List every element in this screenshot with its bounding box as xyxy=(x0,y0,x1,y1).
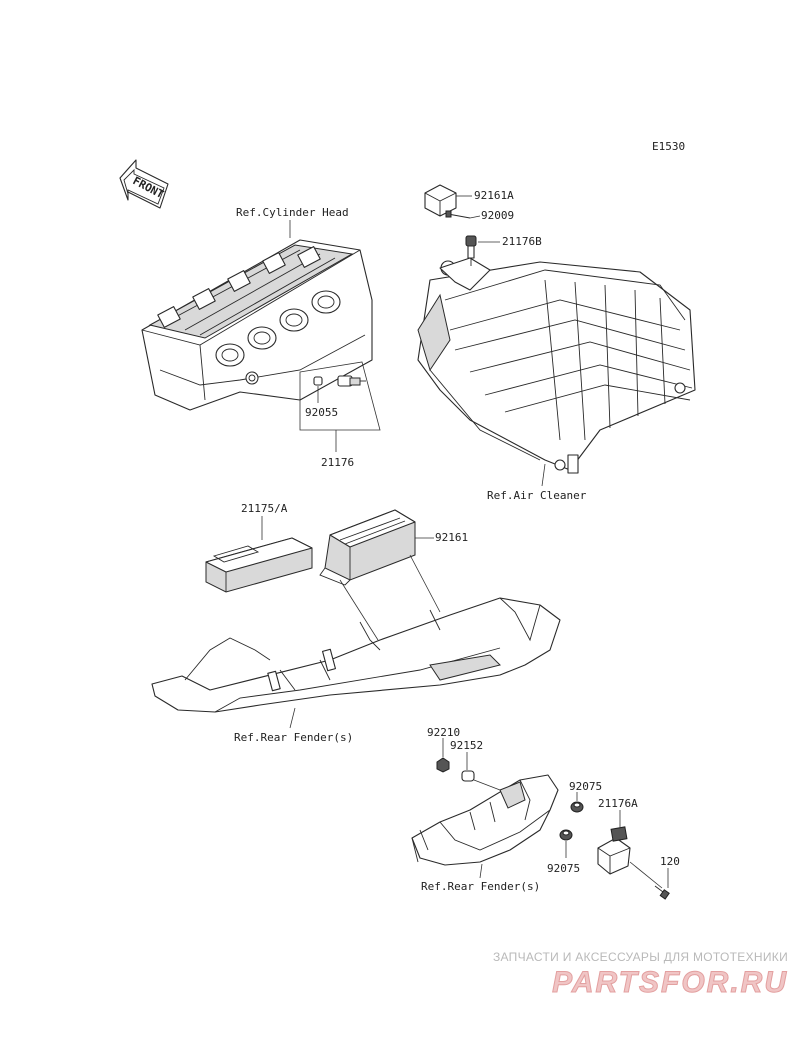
screw-92009 xyxy=(445,210,471,219)
label-92152: 92152 xyxy=(450,739,483,752)
bracket-21176 xyxy=(299,361,381,431)
air-cleaner-illustration xyxy=(417,257,696,474)
label-21176B: 21176B xyxy=(502,235,542,248)
ecu-21175A xyxy=(205,537,313,593)
label-21176A: 21176A xyxy=(598,797,638,810)
label-92210: 92210 xyxy=(427,726,460,739)
cylinder-head-illustration xyxy=(141,239,373,411)
label-92161: 92161 xyxy=(435,531,468,544)
ref-rear-fender-label-1: Ref.Rear Fender(s) xyxy=(234,731,353,744)
label-92161A: 92161A xyxy=(474,189,514,202)
front-arrow-icon: FRONT xyxy=(119,159,169,209)
sensor-21176A xyxy=(597,826,631,875)
label-21175A: 21175/A xyxy=(241,502,288,515)
watermark: ЗАПЧАСТИ И АКСЕССУАРЫ ДЛЯ МОТОТЕХНИКИ PA… xyxy=(488,950,788,1000)
grommet-92075-upper xyxy=(570,801,584,813)
collar-92152 xyxy=(461,770,475,782)
ref-cylinder-head-label: Ref.Cylinder Head xyxy=(236,206,349,219)
ref-rear-fender-label-2: Ref.Rear Fender(s) xyxy=(421,880,540,893)
rear-fender-upper-illustration xyxy=(151,597,561,713)
sensor-21176 xyxy=(337,375,366,387)
label-92075-lower: 92075 xyxy=(547,862,580,875)
block-92161A xyxy=(424,184,457,217)
sensor-21176B xyxy=(465,235,477,266)
watermark-brand: PARTSFOR.RU xyxy=(552,966,788,1000)
label-92055: 92055 xyxy=(305,406,338,419)
rear-fender-lower-illustration xyxy=(411,774,559,866)
watermark-tagline: ЗАПЧАСТИ И АКСЕССУАРЫ ДЛЯ МОТОТЕХНИКИ xyxy=(492,950,788,964)
label-21176: 21176 xyxy=(321,456,354,469)
nut-92210 xyxy=(436,757,450,773)
washer-92055 xyxy=(313,376,323,386)
diagram-code: E1530 xyxy=(652,140,685,153)
label-92009: 92009 xyxy=(481,209,514,222)
label-92075-upper: 92075 xyxy=(569,780,602,793)
bolt-120 xyxy=(654,885,670,900)
ref-air-cleaner-label: Ref.Air Cleaner xyxy=(487,489,587,502)
holder-92161 xyxy=(319,509,416,586)
grommet-92075-lower xyxy=(559,829,573,841)
label-120: 120 xyxy=(660,855,680,868)
